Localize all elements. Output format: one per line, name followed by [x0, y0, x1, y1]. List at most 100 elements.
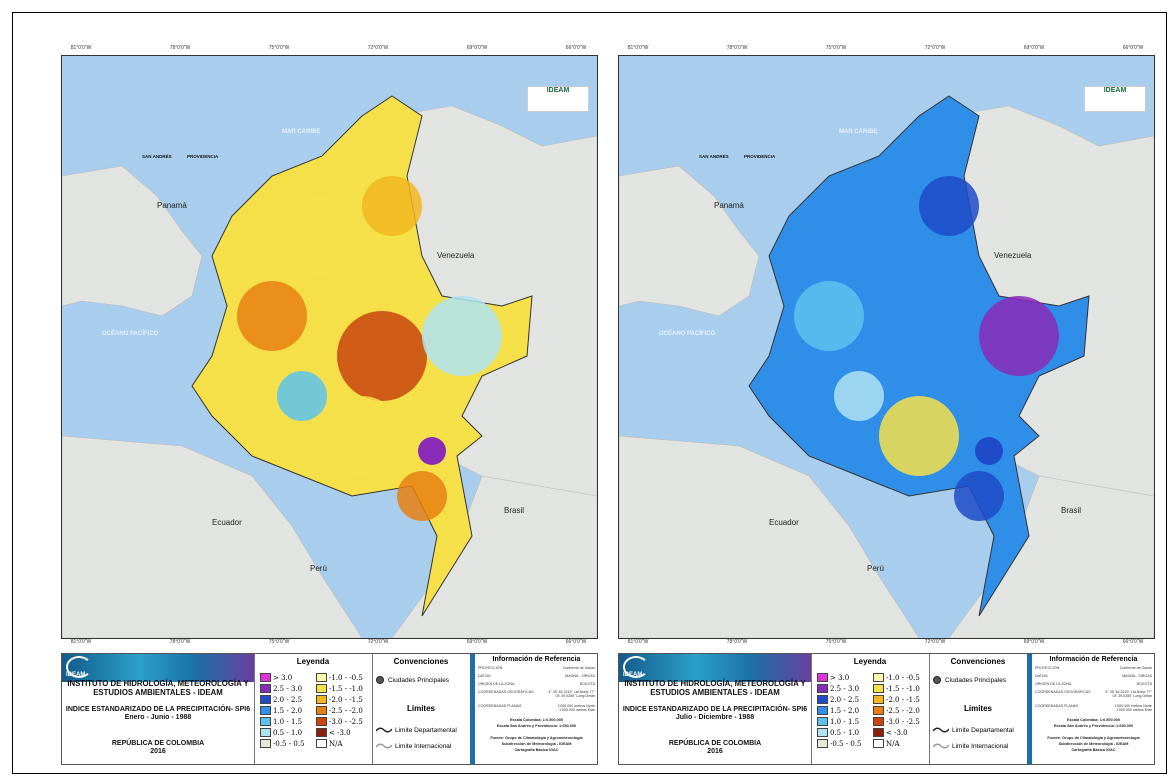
flat-value: 1'000.000 metros Norte 1'000.000 metros …	[557, 704, 595, 712]
legend-label: -0.5 - 0.5	[273, 739, 305, 748]
year: 2016	[150, 748, 166, 755]
map-frame[interactable]: MAR CARIBE OCÉANO PACÍFICO SAN ANDRÉS PR…	[61, 55, 598, 639]
spi-region	[894, 311, 984, 401]
legend-swatch	[817, 684, 828, 693]
spi-region	[322, 396, 402, 476]
legend-label: < -3.0	[886, 728, 908, 737]
legend-item: -1.5 - -1.0	[316, 683, 370, 694]
legend-swatch	[260, 706, 271, 715]
title-block: IDEAM INSTITUTO DE HIDROLOGÍA, METEOROLO…	[62, 654, 255, 764]
longitude-tick: 66°0'0"W	[565, 639, 587, 645]
projection-value: Conforme de Gauss	[1119, 666, 1152, 670]
legend-label: 1.0 - 1.5	[273, 717, 303, 726]
base: Cartografía Básica IGAC	[514, 748, 559, 752]
legend-swatch	[817, 728, 828, 737]
legend-label: -3.0 - -2.5	[329, 717, 363, 726]
longitude-tick: 75°0'0"W	[825, 45, 847, 51]
legend-swatch	[316, 684, 327, 693]
label-brasil: Brasil	[1061, 506, 1082, 515]
label-caribbean: MAR CARIBE	[282, 129, 321, 135]
dept-limit-row: Limite Departamental	[933, 726, 1014, 734]
legend-label: 2.5 - 3.0	[273, 684, 303, 693]
title-block: IDEAM INSTITUTO DE HIDROLOGÍA, METEOROLO…	[619, 654, 812, 764]
info-flat: COORDENADAS PLANAS 1'000.000 metros Norte…	[478, 704, 595, 712]
year: 2016	[707, 748, 723, 755]
legend-item: -2.0 - -1.5	[316, 694, 370, 705]
legend-item: 2.0 - 2.5	[260, 694, 314, 705]
legend-item: 2.5 - 3.0	[817, 683, 871, 694]
label-peru: Perú	[310, 564, 327, 573]
legend-item: 2.0 - 2.5	[817, 694, 871, 705]
info-title: Información de Referencia	[1049, 656, 1138, 663]
legend-swatch	[260, 684, 271, 693]
index-title: INDICE ESTANDARIZADO DE LA PRECIPITACIÓN…	[621, 706, 809, 722]
ideam-banner-text: IDEAM	[623, 672, 643, 678]
flat-label: COORDENADAS PLANAS	[478, 704, 522, 708]
cities-row: Ciudades Principales	[376, 676, 449, 684]
longitude-tick: 81°0'0"W	[70, 639, 92, 645]
geo-label: COORDENADAS GEOGRÁFICAS	[478, 690, 534, 694]
spi-region	[979, 296, 1059, 376]
legend-label: N/A	[329, 739, 343, 748]
origin-value: BOGOTÁ	[1136, 682, 1152, 686]
spi-region	[337, 311, 427, 401]
legend-swatch	[260, 739, 271, 748]
legend-item: -1.0 - -0.5	[873, 672, 927, 683]
legend-label: > 3.0	[830, 673, 850, 682]
legend-swatch	[873, 695, 884, 704]
ideam-banner: IDEAM	[619, 654, 811, 682]
ideam-emblem-icon	[66, 656, 92, 678]
conventions: Convenciones Ciudades Principales Limite…	[372, 654, 471, 764]
republic-name: REPÚBLICA DE COLOMBIA	[668, 740, 762, 747]
spi-region	[282, 196, 362, 276]
ideam-logo-text: IDEAM	[1103, 87, 1127, 94]
legend-swatch	[817, 695, 828, 704]
info-bar	[470, 654, 475, 764]
legend-label: -2.5 - -2.0	[329, 706, 363, 715]
intl-limit-row: Limite Internacional	[933, 742, 1008, 750]
cities-label: Ciudades Principales	[945, 676, 1007, 684]
intl-limit-label: Limite Internacional	[952, 742, 1009, 750]
info-title: Información de Referencia	[492, 656, 581, 663]
flat-label: COORDENADAS PLANAS	[1035, 704, 1079, 708]
longitude-tick: 78°0'0"W	[169, 45, 191, 51]
legend-label: 2.5 - 3.0	[830, 684, 860, 693]
legend-label: 2.0 - 2.5	[830, 695, 860, 704]
legend-item: N/A	[316, 738, 370, 749]
legend-item: 1.0 - 1.5	[817, 716, 871, 727]
longitude-tick: 81°0'0"W	[627, 45, 649, 51]
datum-label: DATUM	[1035, 674, 1048, 678]
legend-swatch	[260, 695, 271, 704]
sub: Subdirección de Meteorología - IDEAM	[1058, 742, 1129, 746]
datum-value: MAGNA - SIRGAS	[565, 674, 595, 678]
label-ecuador: Ecuador	[212, 518, 242, 527]
label-venezuela: Venezuela	[437, 251, 475, 260]
legend-label: -2.5 - -2.0	[886, 706, 920, 715]
origin-label: ORIGEN DE LA ZONA	[1035, 682, 1072, 686]
legend-swatch	[873, 706, 884, 715]
longitude-tick: 69°0'0"W	[1023, 45, 1045, 51]
spi-region	[422, 296, 502, 376]
legend-swatch	[260, 717, 271, 726]
legend-swatch	[817, 706, 828, 715]
legend-label: < -3.0	[329, 728, 351, 737]
colombia-map	[748, 95, 1090, 617]
label-san-andres: SAN ANDRÉS	[699, 154, 729, 159]
conventions: Convenciones Ciudades Principales Limite…	[929, 654, 1028, 764]
longitude-tick: 69°0'0"W	[466, 45, 488, 51]
legend-item: 0.5 - 1.0	[817, 727, 871, 738]
legend-swatch	[873, 739, 884, 748]
map-frame[interactable]: MAR CARIBE OCÉANO PACÍFICO SAN ANDRÉS PR…	[618, 55, 1155, 639]
spi-region	[834, 371, 884, 421]
label-panama: Panamá	[714, 201, 744, 210]
legend-swatch	[316, 695, 327, 704]
